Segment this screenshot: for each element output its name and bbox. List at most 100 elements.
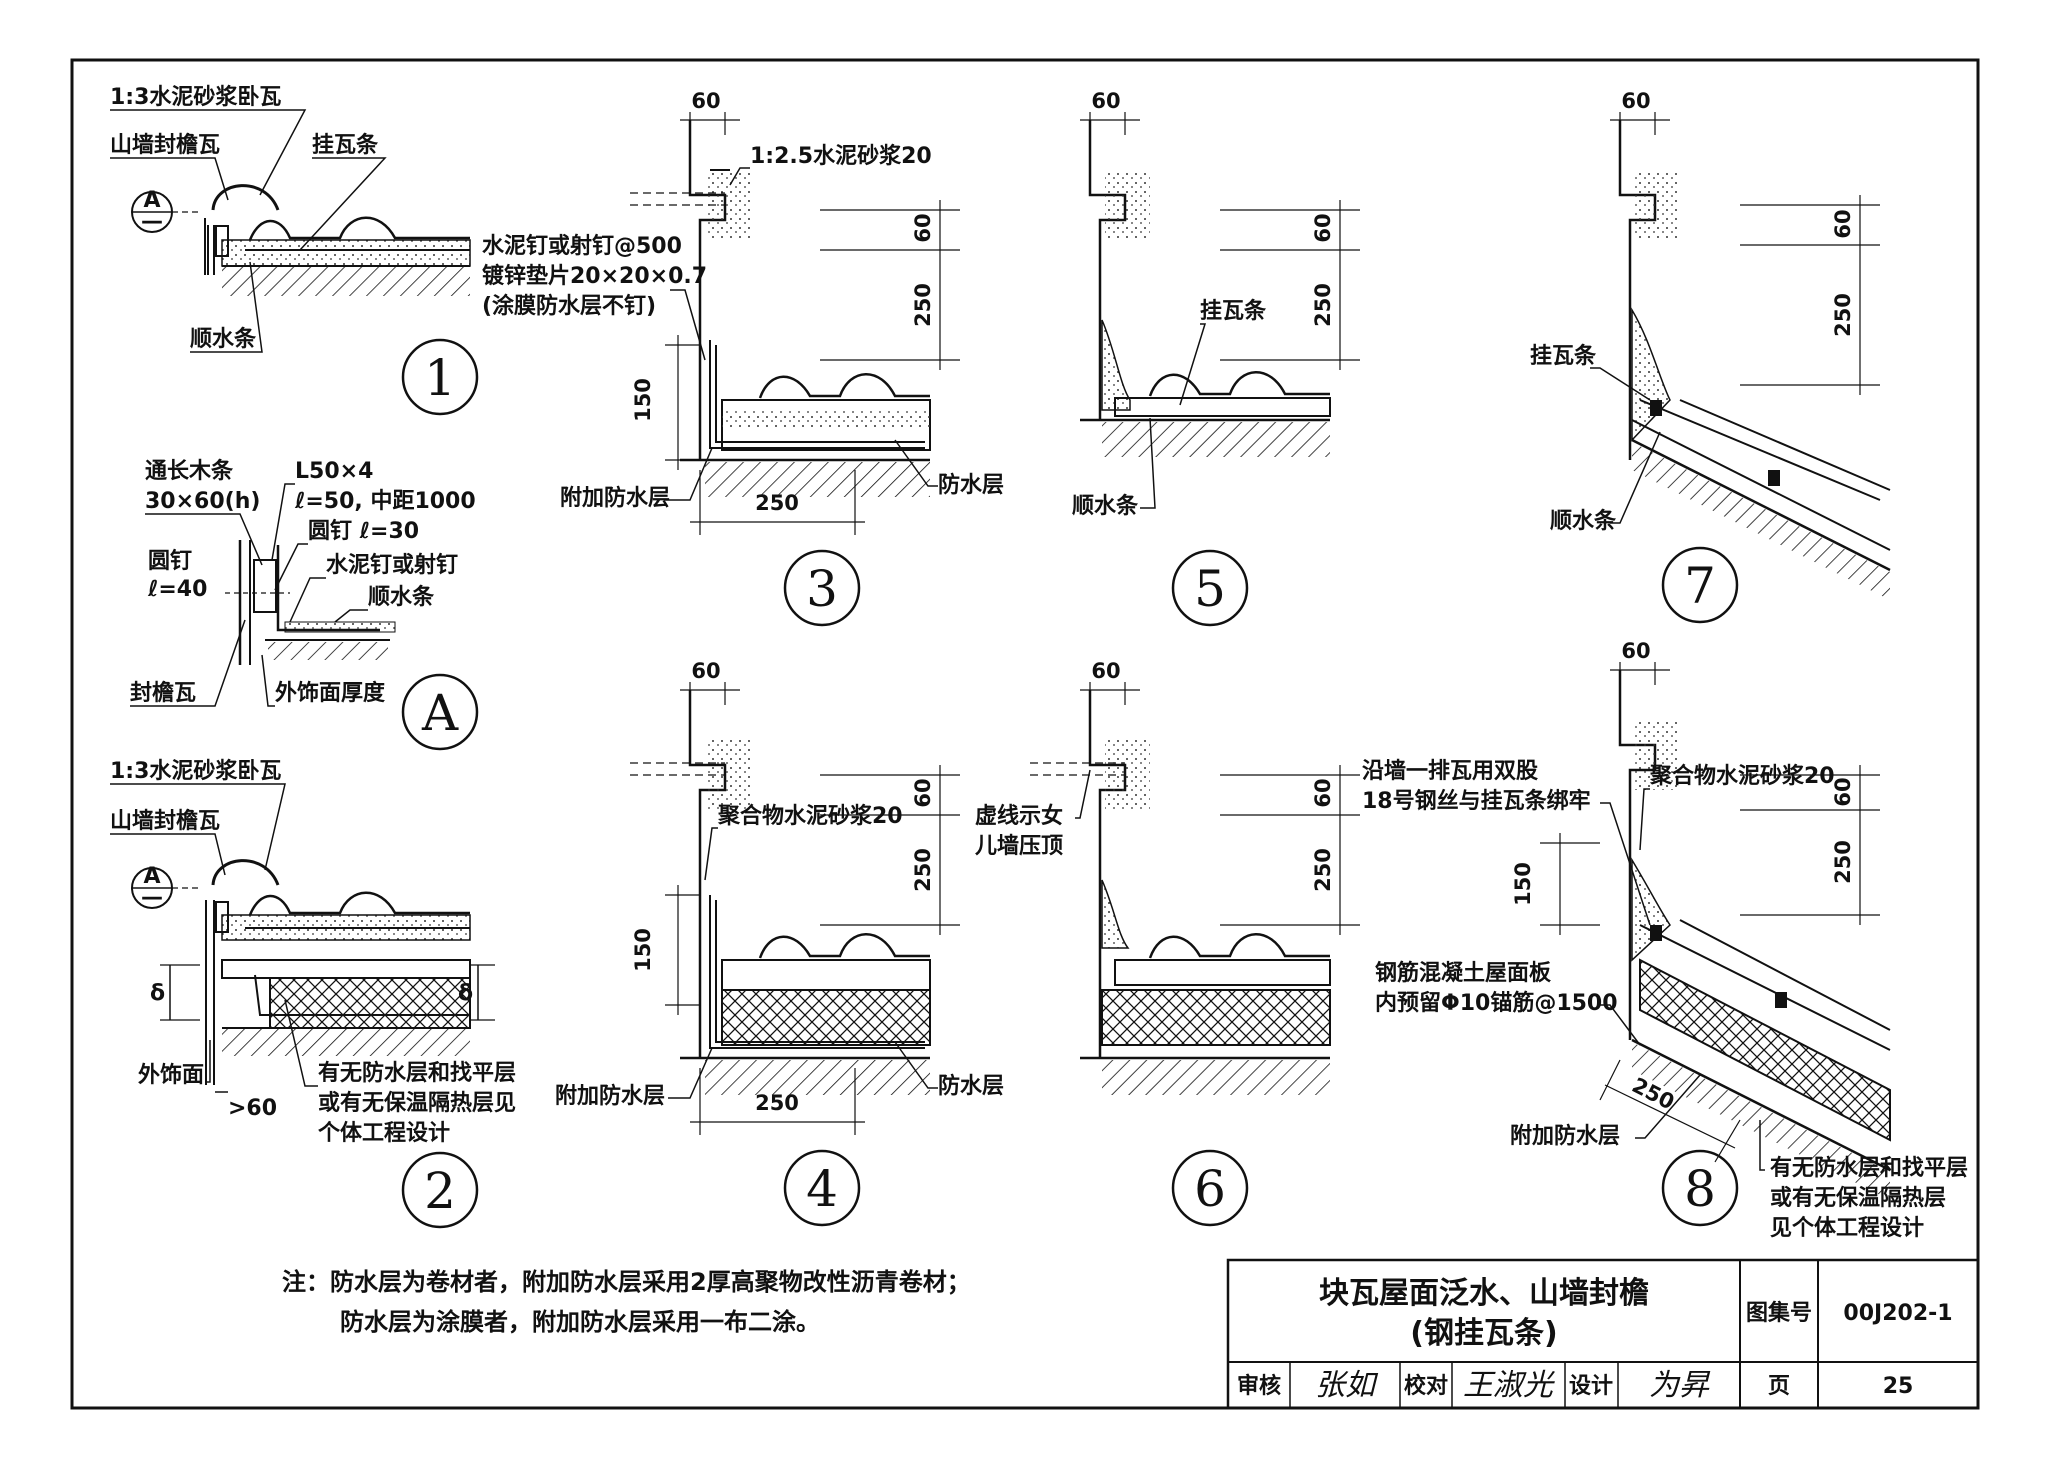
d8-slab-line2: 内预留Φ10锚筋@1500: [1375, 990, 1618, 1016]
d7-counter-batten-label: 顺水条: [1550, 508, 1617, 534]
detail-number-4: 4: [806, 1160, 838, 1218]
dA-counter-batten-label: 顺水条: [368, 584, 435, 610]
d1-batten-label: 挂瓦条: [312, 132, 379, 158]
d6-parapet-line1: 虚线示女: [975, 803, 1063, 829]
d6-parapet-line2: 儿墙压顶: [974, 834, 1063, 859]
title-block: 块瓦屋面泛水、山墙封檐 (钢挂瓦条) 图集号 00J202-1 审核 张如 校对…: [1226, 1258, 1980, 1410]
d5-dim-a: 60: [1311, 213, 1335, 242]
d5-dim-b: 250: [1311, 283, 1335, 327]
d1-verge-tile-label: 山墙封檐瓦: [110, 132, 220, 158]
d4-dim-c: 150: [631, 928, 655, 972]
dA-angle-spec: ℓ=50, 中距1000: [294, 489, 476, 514]
d6-dim-a: 60: [1311, 778, 1335, 807]
d1-ref-sub: —: [141, 209, 163, 234]
d3-dim-b: 250: [911, 283, 935, 327]
detail-5: 60 60 250 挂瓦条 顺水条 5: [1072, 89, 1360, 627]
check-signature: 王淑光: [1463, 1368, 1555, 1403]
d3-nail-line2: 镀锌垫片20×20×0.7: [482, 263, 707, 289]
d2-min60-label: >60: [228, 1096, 277, 1121]
d3-nail-line3: (涂膜防水层不钉): [482, 293, 656, 319]
dA-round-nail-label: 圆钉: [148, 548, 192, 574]
d8-dim-top: 60: [1621, 639, 1650, 663]
d6-dim-b: 250: [1311, 848, 1335, 892]
d7-dim-b: 250: [1831, 293, 1855, 337]
detail-6: 60 60 250 虚线示女 儿墙压顶 6: [974, 659, 1360, 1227]
d8-layers-line1: 有无防水层和找平层: [1770, 1155, 1968, 1181]
atlas-number: 00J202-1: [1843, 1301, 1952, 1326]
d8-dim-b: 250: [1831, 840, 1855, 884]
d8-layers-line2: 或有无保温隔热层: [1770, 1185, 1946, 1211]
d4-dim-top: 60: [691, 659, 720, 683]
d7-dim-top: 60: [1621, 89, 1650, 113]
detail-number-7: 7: [1684, 557, 1716, 615]
dA-round-nail-40: ℓ=40: [147, 577, 207, 602]
d4-wp-label: 防水层: [938, 1074, 1004, 1099]
d8-dim-a: 60: [1831, 777, 1855, 806]
d8-wire-line1: 沿墙一排瓦用双股: [1362, 759, 1538, 784]
d2-ref-letter: A: [143, 864, 160, 889]
check-label: 校对: [1404, 1373, 1448, 1399]
detail-number-3: 3: [806, 560, 838, 618]
d4-dim-a: 60: [911, 778, 935, 807]
dA-angle-label: L50×4: [295, 459, 373, 484]
detail-number-2: 2: [424, 1162, 456, 1220]
d4-dim-b: 250: [911, 848, 935, 892]
d2-layers-line1: 有无防水层和找平层: [318, 1060, 516, 1086]
detail-number-6: 6: [1194, 1160, 1226, 1218]
page-label: 页: [1768, 1374, 1790, 1399]
d3-dim-d: 250: [755, 491, 799, 515]
d5-counter-batten-label: 顺水条: [1072, 493, 1139, 519]
d2-delta-right: δ: [458, 981, 473, 1006]
d5-dim-top: 60: [1091, 89, 1120, 113]
dA-cement-nail-label: 水泥钉或射钉: [326, 552, 458, 578]
detail-number-A: A: [421, 684, 459, 742]
d4-mortar-label: 聚合物水泥砂浆20: [717, 803, 903, 829]
d2-delta-left: δ: [150, 981, 165, 1006]
d7-dim-a: 60: [1831, 209, 1855, 238]
d8-dim-c: 150: [1511, 862, 1535, 906]
dA-finish-thickness-label: 外饰面厚度: [275, 680, 386, 706]
d2-ref-sub: —: [141, 885, 163, 910]
dA-timber-size: 30×60(h): [145, 489, 260, 514]
d1-ref-letter: A: [143, 188, 160, 213]
d3-extra-wp-label: 附加防水层: [560, 485, 670, 511]
d2-layers-line2: 或有无保温隔热层见: [318, 1090, 516, 1116]
drawing-subtitle: (钢挂瓦条): [1410, 1316, 1557, 1351]
detail-number-8: 8: [1684, 1160, 1716, 1218]
d3-nail-line1: 水泥钉或射钉@500: [482, 233, 682, 259]
page-number: 25: [1883, 1374, 1914, 1399]
detail-number-5: 5: [1194, 560, 1226, 618]
d1-counter-batten-label: 顺水条: [190, 326, 257, 352]
d2-finish-label: 外饰面: [138, 1062, 204, 1088]
d5-batten-label: 挂瓦条: [1200, 298, 1267, 324]
atlas-label: 图集号: [1746, 1300, 1812, 1326]
d1-mortar-label: 1:3水泥砂浆卧瓦: [110, 84, 281, 110]
d4-dim-d: 250: [755, 1091, 799, 1115]
dA-timber-label: 通长木条: [145, 458, 234, 484]
detail-2: A — δ δ 1:3水泥砂浆卧瓦 山墙封檐瓦 外饰面 >60 有无防水层和找平…: [110, 758, 516, 1229]
review-signature: 张如: [1315, 1368, 1379, 1403]
detail-4: 60 60 250 150 250 聚合物水泥砂浆20 附加防水层 防水层 4: [555, 659, 1004, 1227]
design-signature: 为昇: [1649, 1368, 1711, 1403]
d8-mortar-label: 聚合物水泥砂浆20: [1649, 763, 1835, 789]
d2-layers-line3: 个体工程设计: [318, 1121, 450, 1146]
d4-extra-wp-label: 附加防水层: [555, 1083, 665, 1109]
note-line1: 注：防水层为卷材者，附加防水层采用2厚高聚物改性沥青卷材；: [282, 1268, 971, 1296]
detail-8: 60 60 250 150 250 沿墙一排瓦用双股 18号钢丝与挂瓦条绑牢 聚…: [1362, 639, 1968, 1241]
d6-dim-top: 60: [1091, 659, 1120, 683]
d7-batten-label: 挂瓦条: [1530, 343, 1597, 369]
d8-slab-line1: 钢筋混凝土屋面板: [1375, 960, 1552, 986]
detail-7: 60 60 250 挂瓦条 顺水条 7: [1530, 89, 1891, 624]
d3-mortar-label: 1:2.5水泥砂浆20: [750, 143, 932, 169]
d2-verge-tile-label: 山墙封檐瓦: [110, 808, 220, 834]
d8-layers-line3: 见个体工程设计: [1770, 1216, 1924, 1241]
d3-dim-c: 150: [631, 378, 655, 422]
detail-number-1: 1: [424, 349, 456, 407]
d3-wp-label: 防水层: [938, 473, 1004, 498]
dA-round-nail-30: 圆钉 ℓ=30: [308, 518, 419, 544]
sheet-border: [70, 58, 1980, 1410]
design-label: 设计: [1569, 1374, 1613, 1399]
detail-3: 60 60 250 150 250 1:2.5水泥砂浆20 水泥钉或射钉@500…: [482, 89, 1004, 627]
detail-A: 通长木条 30×60(h) L50×4 ℓ=50, 中距1000 圆钉 ℓ=30…: [130, 458, 479, 751]
